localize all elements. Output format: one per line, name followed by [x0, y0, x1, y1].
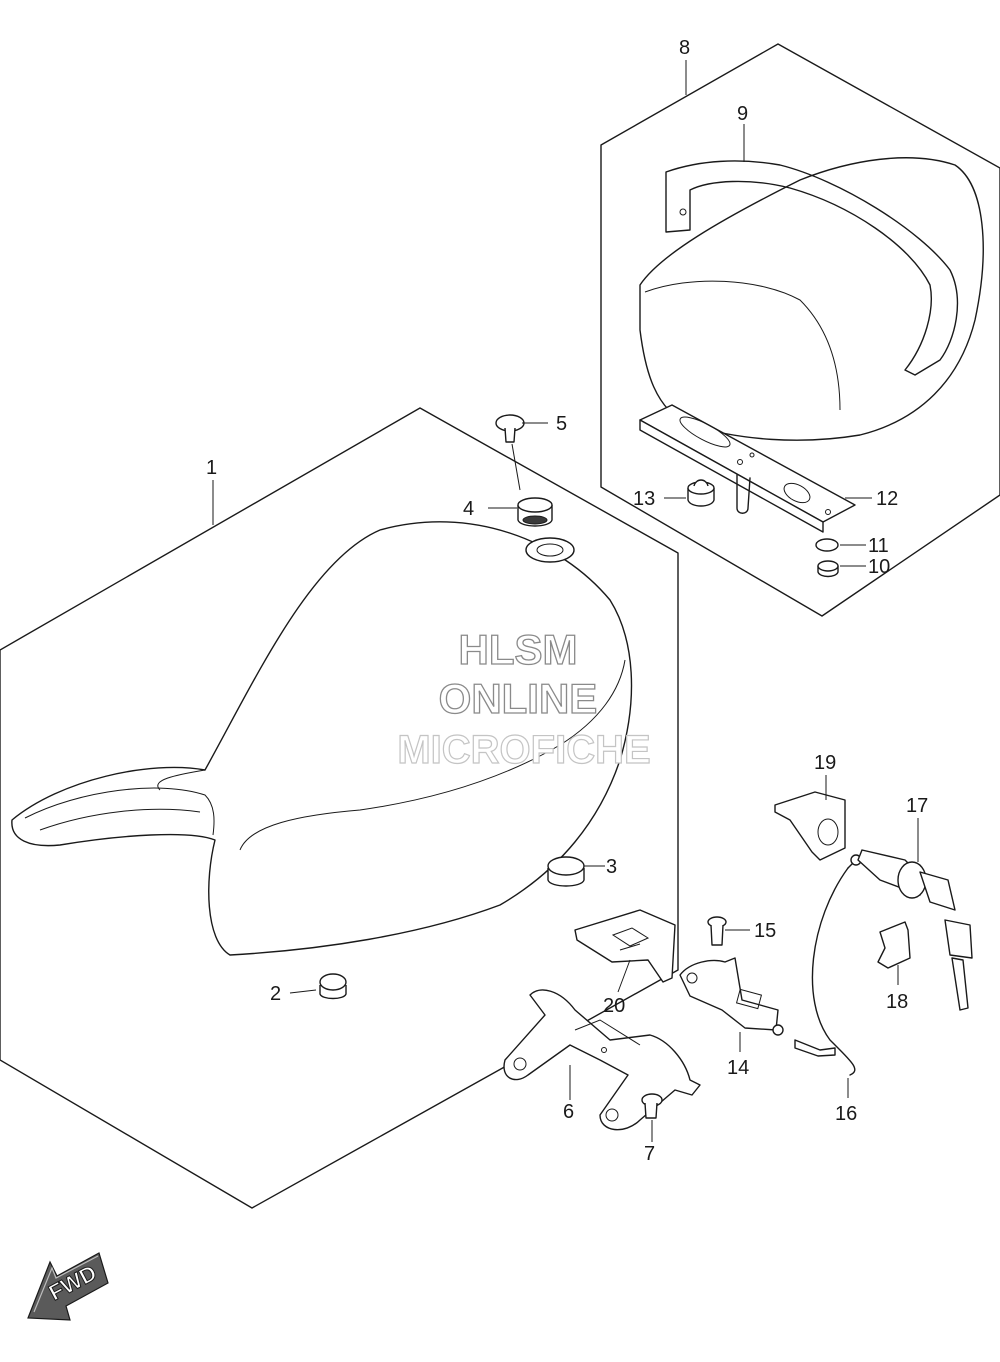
seat-hook-ring	[525, 537, 575, 563]
callout-labels: 1 2 3 4 5 6 7 8 9 10 11 12 13 14 15 16 1…	[206, 37, 928, 1165]
callout-16: 16	[835, 1103, 857, 1125]
seat-lock-cable-16[interactable]	[794, 854, 862, 1076]
callout-15: 15	[754, 920, 776, 942]
bolt-15[interactable]	[707, 916, 727, 946]
callout-14: 14	[727, 1057, 749, 1079]
nut-10[interactable]	[817, 560, 839, 578]
bracket-19[interactable]	[774, 791, 846, 861]
cushion-2[interactable]	[319, 973, 347, 1000]
rear-seat-group-outline	[600, 43, 1000, 617]
washer-11[interactable]	[815, 538, 839, 552]
rear-seat[interactable]	[639, 157, 984, 441]
callout-2: 2	[270, 983, 281, 1005]
watermark-line-3: MICROFICHE	[397, 728, 650, 772]
hinge-bracket-6[interactable]	[503, 989, 701, 1131]
callout-4: 4	[463, 498, 474, 520]
clip-18[interactable]	[877, 921, 911, 969]
callout-17: 17	[906, 795, 928, 817]
leader-lines	[212, 60, 919, 1142]
rear-seat-bracket[interactable]	[639, 404, 856, 533]
callout-13: 13	[633, 488, 655, 510]
seat-latch-14[interactable]	[679, 957, 784, 1036]
callout-18: 18	[886, 991, 908, 1013]
bolt-5[interactable]	[495, 414, 525, 443]
seat-lock-17[interactable]	[857, 849, 973, 1011]
callout-20: 20	[603, 995, 625, 1017]
watermark-line-2: ONLINE	[439, 675, 598, 722]
callout-12: 12	[876, 488, 898, 510]
callout-11: 11	[868, 535, 889, 557]
fwd-arrow-icon: FWD	[27, 1252, 109, 1321]
callout-3: 3	[606, 856, 617, 878]
callout-5: 5	[556, 413, 567, 435]
bolt-7[interactable]	[641, 1093, 663, 1119]
callout-6: 6	[563, 1101, 574, 1123]
callout-9: 9	[737, 103, 748, 125]
main-seat[interactable]	[11, 521, 633, 956]
callout-19: 19	[814, 752, 836, 774]
cushion-13[interactable]	[687, 479, 715, 507]
callout-10: 10	[868, 556, 890, 578]
bracket-20[interactable]	[574, 909, 676, 983]
watermark: HLSM ONLINE MICROFICHE	[397, 625, 652, 772]
cushion-3[interactable]	[547, 856, 585, 887]
watermark-line-1: HLSM	[459, 626, 578, 673]
grommet-4[interactable]	[517, 497, 553, 527]
callout-1: 1	[206, 457, 217, 479]
callout-7: 7	[644, 1143, 655, 1165]
seat-group-outline	[0, 407, 679, 1209]
callout-8: 8	[679, 37, 690, 59]
